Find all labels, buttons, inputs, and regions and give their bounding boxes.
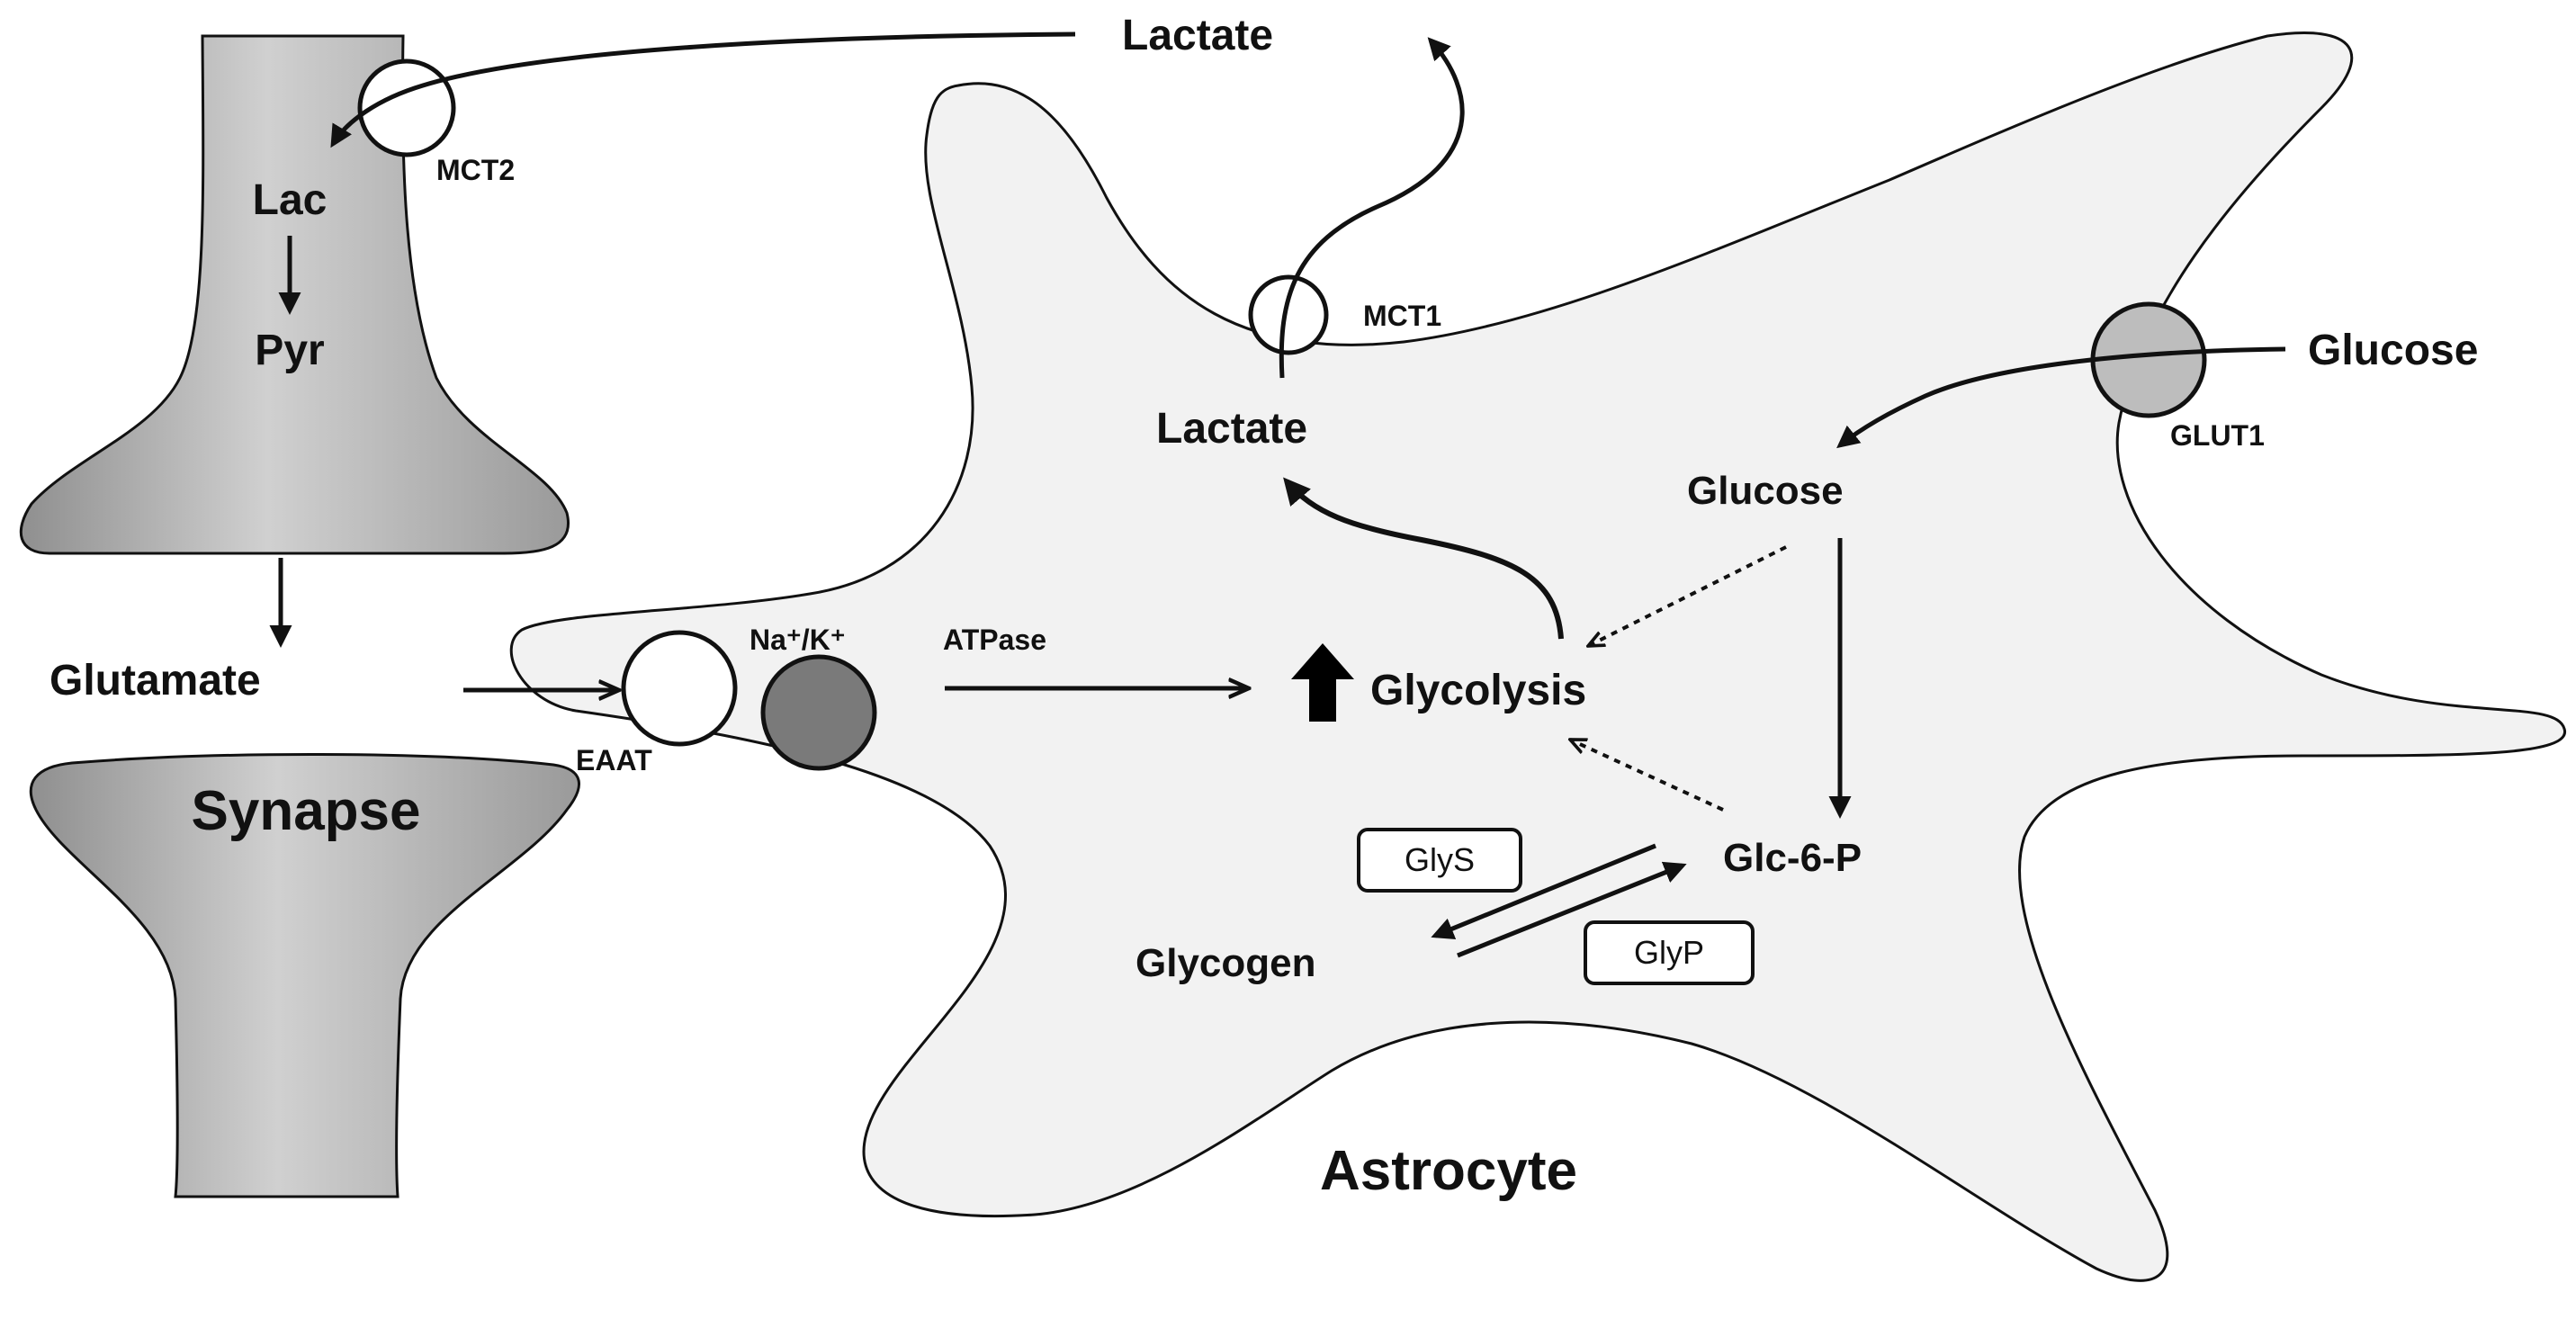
glycolysis-to-lactate-arrow: [1283, 477, 1564, 640]
atpase-label: ATPase: [943, 624, 1046, 656]
na-k-atpase-pump: [760, 654, 877, 771]
glucose-extracellular-label: Glucose: [2308, 327, 2478, 374]
mct1-to-lactate-out-arrow: [1279, 37, 1465, 379]
glys-enzyme-box: [1357, 828, 1522, 893]
presynaptic-neuron-terminal: [19, 34, 570, 555]
astrocyte-label: Astrocyte: [1320, 1140, 1577, 1202]
lactate-to-neuron-arrow: [330, 31, 1076, 148]
na-k-label: Na⁺/K⁺: [749, 624, 846, 656]
glycogen-to-glc6p-arrow: [1457, 861, 1687, 958]
lactate-astrocyte-label: Lactate: [1156, 405, 1307, 453]
glucose-astrocyte-label: Glucose: [1687, 469, 1844, 513]
lac-label: Lac: [253, 176, 328, 224]
glyp-label: GlyP: [1634, 934, 1704, 971]
mct1-label: MCT1: [1363, 300, 1441, 332]
postsynaptic-neuron-dendrite: [29, 753, 580, 1198]
glutamate-label: Glutamate: [49, 657, 261, 704]
lactate-extracellular-label: Lactate: [1122, 12, 1273, 59]
glucose-uptake-arrow: [1836, 346, 2286, 449]
glc6p-label: Glc-6-P: [1723, 836, 1862, 880]
glc6p-to-glycolysis-dotted-arrow: [1570, 740, 1724, 812]
glys-label: GlyS: [1405, 841, 1475, 878]
glut1-label: GLUT1: [2170, 419, 2265, 452]
eaat-transporter: [621, 630, 738, 747]
up-arrow-icon: [1291, 643, 1354, 722]
pyr-label: Pyr: [255, 327, 324, 374]
glc6p-to-glycogen-arrow: [1431, 843, 1656, 940]
synapse-label: Synapse: [191, 780, 420, 842]
glycolysis-label: Glycolysis: [1370, 667, 1586, 714]
glyp-enzyme-box: [1584, 920, 1755, 985]
astrocyte-cell-body: [509, 31, 2567, 1282]
glycogen-label: Glycogen: [1135, 941, 1316, 985]
mct1-transporter: [1248, 274, 1329, 355]
eaat-label: EAAT: [576, 744, 652, 776]
mct2-label: MCT2: [436, 154, 515, 186]
